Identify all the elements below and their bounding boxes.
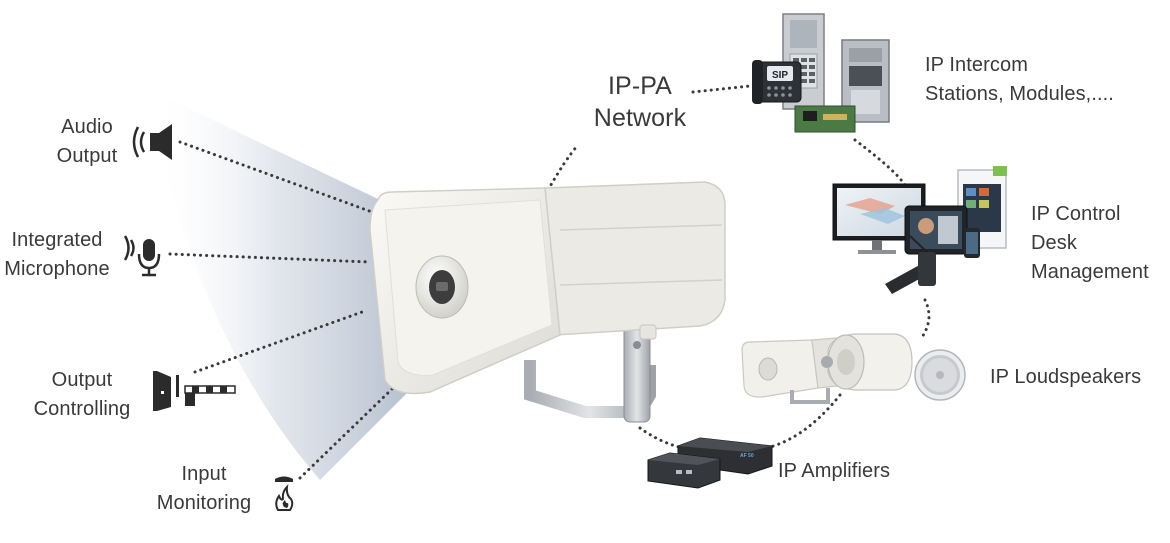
- label-ip-pa-network: IP-PA Network: [585, 70, 695, 134]
- label-ip-loudspeakers-line1: IP Loudspeakers: [990, 366, 1142, 388]
- label-ip-pa-network-line2: Network: [593, 104, 687, 132]
- amplifier-devices-image: AF 50: [647, 437, 773, 489]
- connector-output: [193, 310, 364, 374]
- sound-beam: [150, 90, 430, 480]
- control-desk-devices-image: [832, 166, 1007, 294]
- label-output-controlling: Output Controlling: [26, 366, 138, 424]
- label-ip-intercom-line2: Stations, Modules,....: [925, 83, 1114, 105]
- amplifier-model-label: AF 50: [740, 453, 754, 459]
- connector-network-intercom: [691, 84, 752, 94]
- intercom-devices-image: SIP: [752, 13, 890, 133]
- label-ip-intercom-line1: IP Intercom: [925, 54, 1028, 76]
- label-output-controlling-line1: Output: [51, 369, 113, 391]
- label-ip-intercom: IP Intercom Stations, Modules,....: [925, 51, 1145, 109]
- label-input-monitoring-line1: Input: [181, 463, 227, 485]
- connector-audio: [178, 140, 374, 214]
- label-input-monitoring: Input Monitoring: [148, 460, 260, 518]
- label-integrated-microphone: Integrated Microphone: [0, 226, 114, 284]
- label-ip-control-desk: IP Control Desk Management: [1031, 200, 1169, 287]
- speaker-icon: [132, 124, 172, 160]
- network-connectors: [546, 84, 931, 454]
- sip-badge: SIP: [772, 70, 788, 81]
- label-input-monitoring-line2: Monitoring: [156, 492, 252, 514]
- label-audio-output-line2: Output: [56, 145, 118, 167]
- fire-detector-icon: [275, 476, 294, 511]
- label-integrated-microphone-line2: Microphone: [4, 258, 110, 280]
- loudspeaker-devices-image: [741, 333, 966, 404]
- label-audio-output-line1: Audio: [61, 116, 113, 138]
- label-ip-pa-network-line1: IP-PA: [608, 72, 672, 100]
- network-ring: [638, 138, 931, 454]
- label-integrated-microphone-line1: Integrated: [11, 229, 103, 251]
- connector-horn-network: [546, 143, 580, 192]
- horn-loudspeaker-image: [369, 181, 726, 423]
- label-ip-amplifiers: IP Amplifiers: [778, 457, 918, 486]
- label-audio-output: Audio Output: [52, 113, 122, 171]
- label-output-controlling-line2: Controlling: [33, 398, 131, 420]
- label-ip-control-desk-line2: Management: [1031, 261, 1149, 283]
- microphone-icon: [123, 235, 161, 277]
- door-barrier-icon: [153, 371, 236, 411]
- label-ip-loudspeakers: IP Loudspeakers: [990, 363, 1150, 392]
- label-ip-amplifiers-line1: IP Amplifiers: [778, 460, 891, 482]
- label-ip-control-desk-line1: IP Control Desk: [1031, 203, 1121, 254]
